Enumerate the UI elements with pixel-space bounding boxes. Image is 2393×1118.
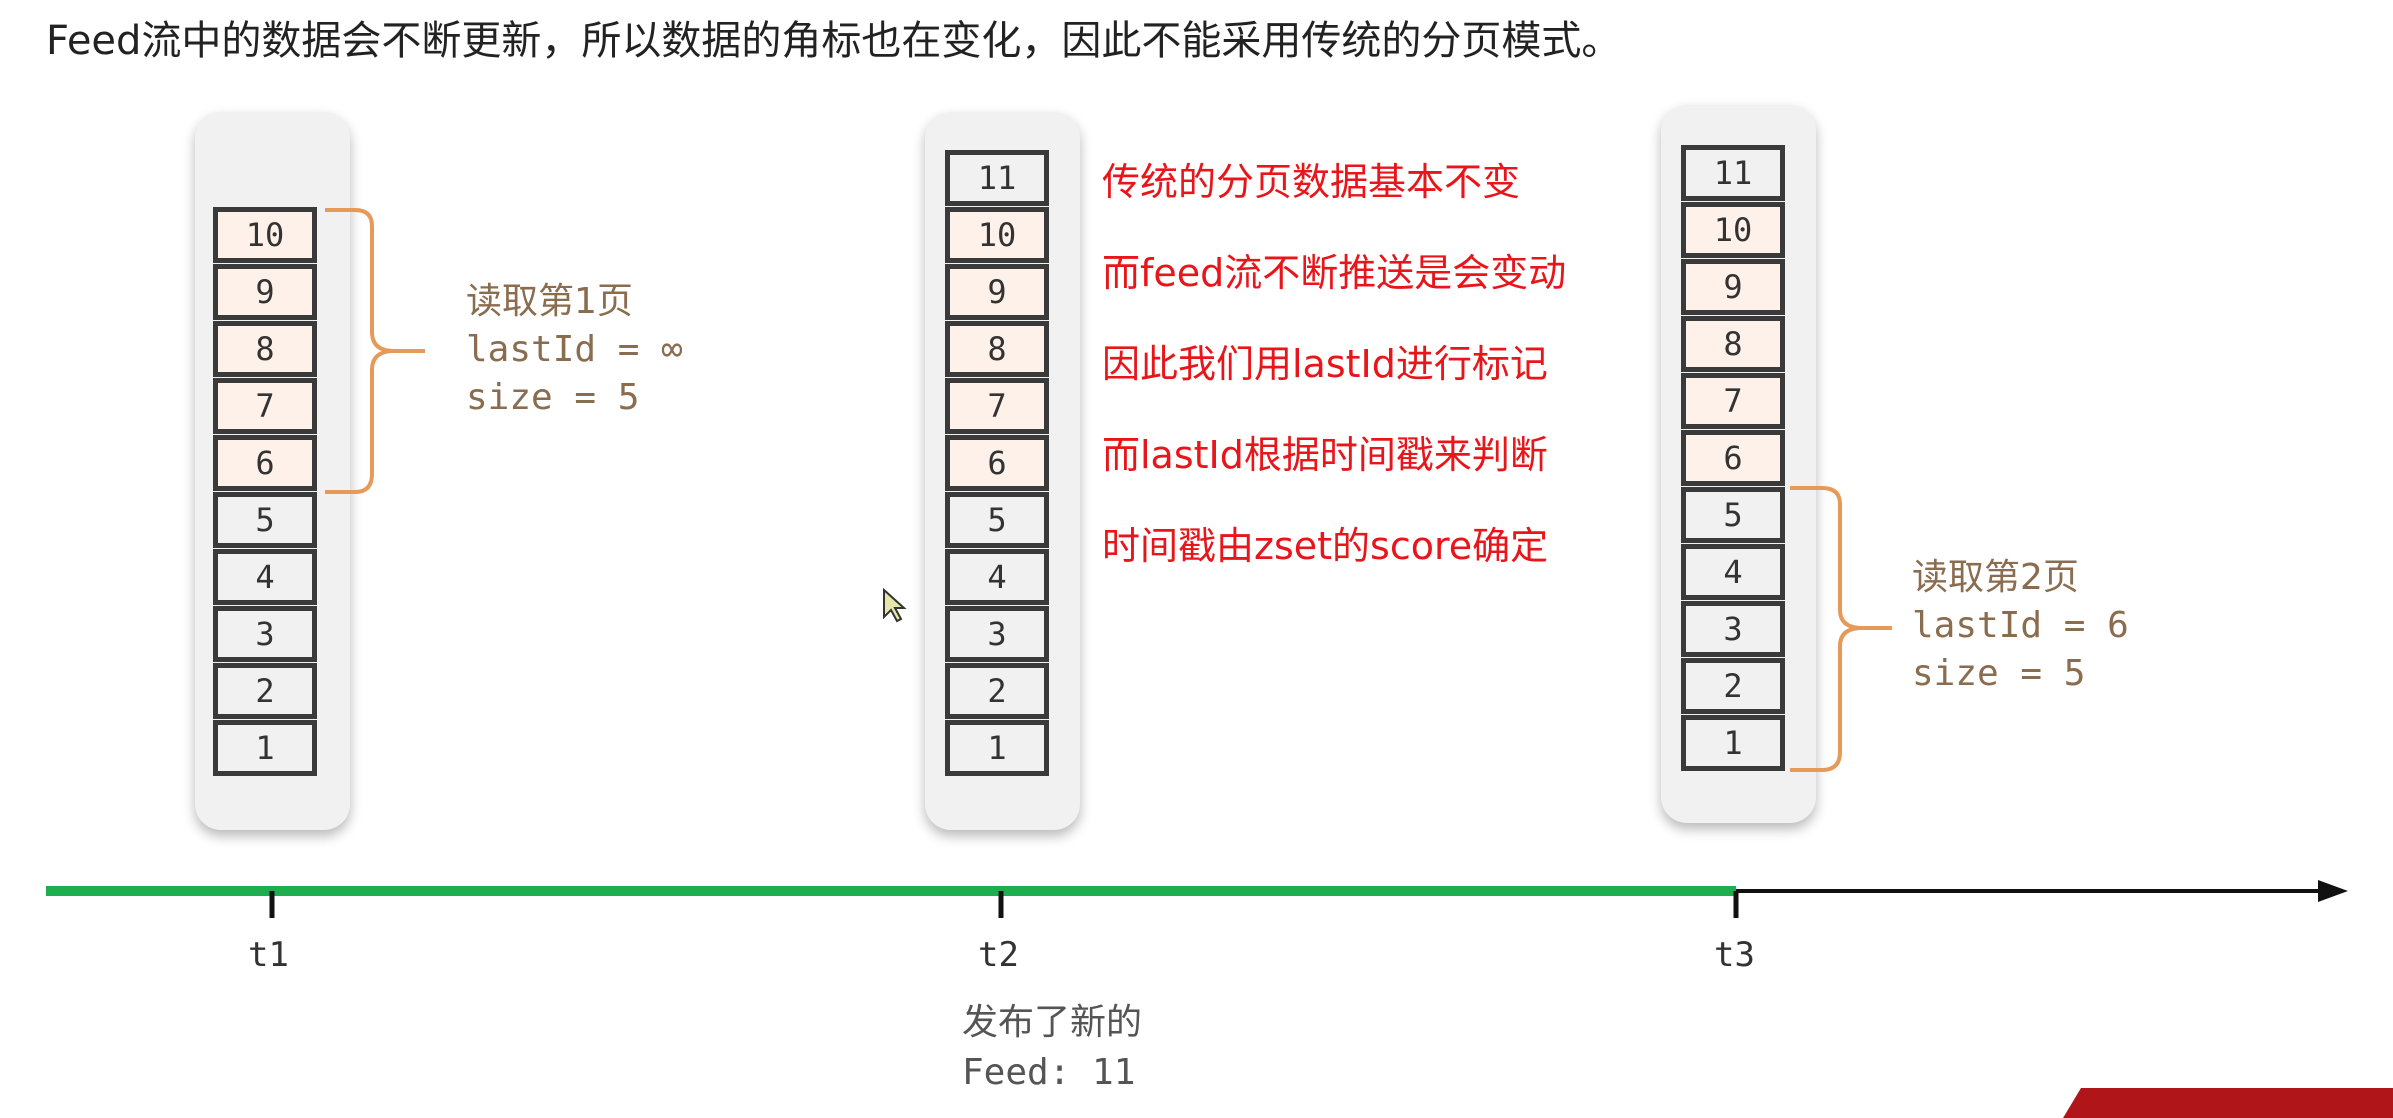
note-line-5: 时间戳由zset的score确定 bbox=[1102, 524, 1549, 568]
cell-t1-2: 2 bbox=[213, 663, 317, 719]
cell-t2-5: 5 bbox=[945, 492, 1049, 548]
cell-t2-2: 2 bbox=[945, 663, 1049, 719]
cell-t2-6: 6 bbox=[945, 435, 1049, 491]
cell-t2-7: 7 bbox=[945, 378, 1049, 434]
bracket-label-page-2: 读取第2页 lastId = 6 size = 5 bbox=[1912, 554, 2129, 698]
note-line-3: 因此我们用lastId进行标记 bbox=[1102, 342, 1548, 386]
page-2-lastid: lastId = 6 bbox=[1912, 605, 2129, 646]
cell-t1-10: 10 bbox=[213, 207, 317, 263]
cell-t2-9: 9 bbox=[945, 264, 1049, 320]
corner-banner bbox=[2063, 1088, 2393, 1118]
cell-t3-9: 9 bbox=[1681, 259, 1785, 315]
page-title: Feed流中的数据会不断更新，所以数据的角标也在变化，因此不能采用传统的分页模式… bbox=[46, 18, 1622, 64]
cell-t1-8: 8 bbox=[213, 321, 317, 377]
tick-label-t2: t2 bbox=[978, 935, 1019, 975]
cell-t3-10: 10 bbox=[1681, 202, 1785, 258]
cell-t3-6: 6 bbox=[1681, 430, 1785, 486]
cell-t2-3: 3 bbox=[945, 606, 1049, 662]
page-2-title: 读取第2页 bbox=[1912, 557, 2079, 598]
t2-caption: 发布了新的 Feed: 11 bbox=[962, 998, 1142, 1098]
bracket-label-page-1: 读取第1页 lastId = ∞ size = 5 bbox=[466, 278, 683, 422]
cell-t3-5: 5 bbox=[1681, 487, 1785, 543]
cell-t1-3: 3 bbox=[213, 606, 317, 662]
t2-caption-line-2: Feed: 11 bbox=[962, 1052, 1136, 1093]
cell-t1-7: 7 bbox=[213, 378, 317, 434]
cell-t3-1: 1 bbox=[1681, 715, 1785, 771]
cell-t3-11: 11 bbox=[1681, 145, 1785, 201]
page-2-size: size = 5 bbox=[1912, 653, 2086, 694]
page-1-size: size = 5 bbox=[466, 377, 640, 418]
cell-t3-8: 8 bbox=[1681, 316, 1785, 372]
cell-t1-4: 4 bbox=[213, 549, 317, 605]
cell-t2-4: 4 bbox=[945, 549, 1049, 605]
page-1-lastid: lastId = ∞ bbox=[466, 329, 683, 370]
cell-t3-2: 2 bbox=[1681, 658, 1785, 714]
cell-t1-1: 1 bbox=[213, 720, 317, 776]
note-line-2: 而feed流不断推送是会变动 bbox=[1102, 251, 1567, 295]
note-line-1: 传统的分页数据基本不变 bbox=[1102, 160, 1521, 204]
cell-t1-9: 9 bbox=[213, 264, 317, 320]
cell-t2-1: 1 bbox=[945, 720, 1049, 776]
bracket-page-2 bbox=[1790, 486, 1892, 772]
cell-t2-10: 10 bbox=[945, 207, 1049, 263]
cell-t1-6: 6 bbox=[213, 435, 317, 491]
t2-caption-line-1: 发布了新的 bbox=[962, 1002, 1143, 1043]
cell-t3-4: 4 bbox=[1681, 544, 1785, 600]
cell-t2-11: 11 bbox=[945, 150, 1049, 206]
page-1-title: 读取第1页 bbox=[466, 281, 633, 322]
note-line-4: 而lastId根据时间戳来判断 bbox=[1102, 433, 1548, 477]
tick-label-t3: t3 bbox=[1714, 935, 1755, 975]
bracket-page-1 bbox=[325, 208, 425, 494]
cell-t1-5: 5 bbox=[213, 492, 317, 548]
cell-t3-7: 7 bbox=[1681, 373, 1785, 429]
cell-t2-8: 8 bbox=[945, 321, 1049, 377]
timeline-arrowhead bbox=[2318, 880, 2348, 902]
tick-label-t1: t1 bbox=[248, 935, 289, 975]
cell-t3-3: 3 bbox=[1681, 601, 1785, 657]
mouse-cursor-icon bbox=[883, 587, 907, 623]
explanation-note: 传统的分页数据基本不变 而feed流不断推送是会变动 因此我们用lastId进行… bbox=[1102, 150, 1566, 605]
